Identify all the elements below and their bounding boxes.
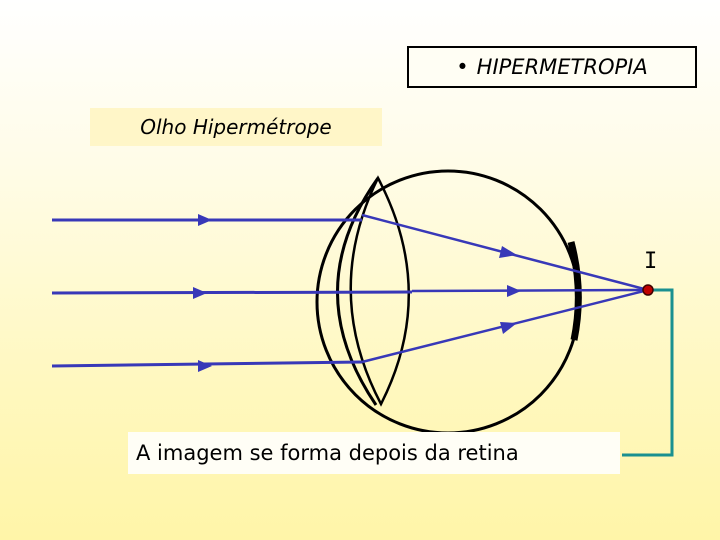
caption-text: A imagem se forma depois da retina: [136, 441, 519, 465]
arrowhead-bottom: [198, 360, 212, 372]
arrowhead-middle: [193, 287, 207, 299]
eye-label-text: Olho Hipermétrope: [140, 115, 332, 139]
arrowhead-top-refracted: [499, 246, 517, 258]
eyeball-outline: [315, 169, 581, 435]
title-bullet: •: [456, 55, 469, 79]
arrowhead-middle-refracted: [507, 285, 521, 297]
ray-middle-refracted: [411, 288, 649, 293]
incoming-arrowheads: [193, 214, 212, 372]
image-point-label: I: [644, 249, 658, 274]
image-point: [642, 284, 654, 296]
ray-middle-incoming: [51, 290, 413, 295]
title-box: • HIPERMETROPIA: [407, 46, 697, 88]
eye-label: Olho Hipermétrope: [90, 108, 382, 146]
arrowhead-top: [198, 214, 212, 226]
converging-arrowheads: [499, 246, 521, 334]
caption-box: A imagem se forma depois da retina: [128, 432, 620, 474]
arrowhead-bottom-refracted: [500, 322, 517, 334]
connector-line: [622, 288, 674, 457]
title-text: HIPERMETROPIA: [476, 55, 648, 79]
lens: [349, 175, 410, 407]
